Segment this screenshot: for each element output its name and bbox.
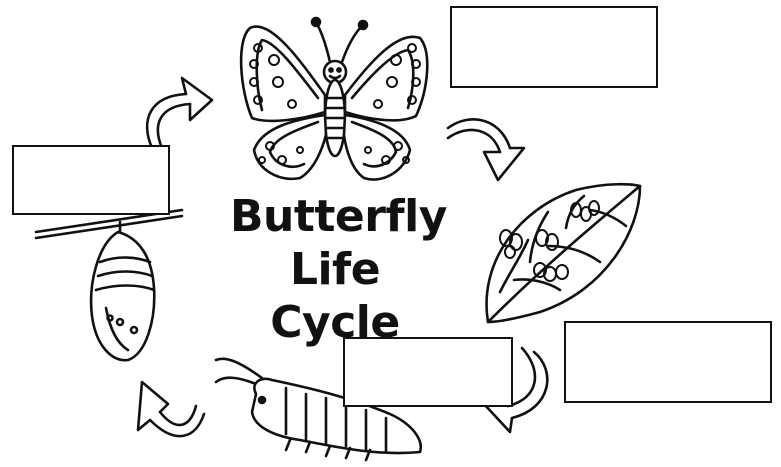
butterfly-drawing — [241, 18, 427, 180]
arrow-chrysalis-to-butterfly — [147, 78, 212, 148]
diagram-title: Butterfly Life Cycle — [230, 190, 440, 349]
title-line-1: Butterfly — [230, 190, 440, 243]
arrow-caterpillar-to-chrysalis — [138, 382, 204, 436]
leaf-with-eggs-drawing — [487, 184, 640, 322]
label-box-left[interactable] — [12, 145, 170, 215]
chrysalis-drawing — [36, 210, 182, 360]
label-box-top-right[interactable] — [450, 6, 658, 88]
label-box-right[interactable] — [564, 321, 772, 403]
title-line-2: Life — [230, 243, 440, 296]
label-box-bottom-center[interactable] — [343, 337, 513, 407]
arrow-butterfly-to-eggs — [448, 119, 524, 180]
